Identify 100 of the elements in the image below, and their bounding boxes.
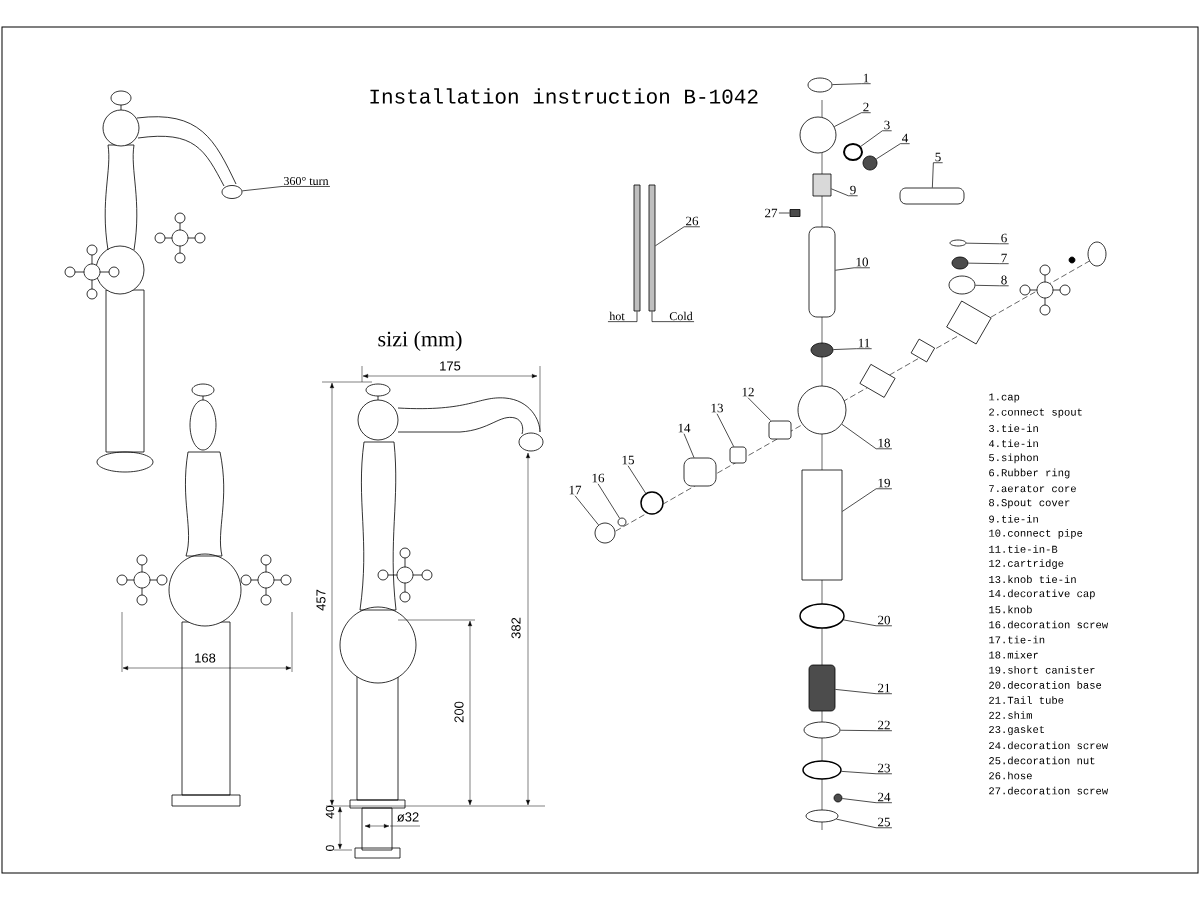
- heading-text: sizi (mm): [378, 331, 462, 351]
- parts-list-item: 26.hose: [989, 771, 1032, 780]
- leader-line: [875, 143, 910, 160]
- part-drawing: [948, 275, 976, 295]
- part-drawing: [729, 446, 747, 464]
- parts-list-item: 19.short canister: [989, 665, 1095, 674]
- leader-line: [836, 818, 893, 829]
- part-drawing: [862, 155, 878, 171]
- leader-line: [832, 83, 871, 85]
- callout-number: 2: [863, 102, 869, 112]
- callout-number: 13: [711, 403, 723, 413]
- callout-number: 11: [858, 338, 870, 348]
- part-drawing: [594, 522, 616, 544]
- part-drawing: [808, 226, 836, 318]
- callout-text: hot: [609, 311, 625, 321]
- callout-text: Cold: [669, 311, 693, 321]
- parts-list-item: 8.Spout cover: [989, 499, 1070, 509]
- part-drawing: [799, 116, 837, 154]
- parts-list-item: 9.tie-in: [989, 514, 1038, 523]
- leader-line: [841, 423, 893, 450]
- dimension-label: 200: [454, 701, 464, 723]
- leader-line: [716, 413, 735, 447]
- leader-line: [842, 488, 893, 512]
- leader-line: [831, 188, 858, 197]
- leader-line: [655, 226, 701, 247]
- callout-number: 17: [569, 485, 582, 495]
- callout-number: 24: [878, 792, 891, 802]
- title: Installation instruction B-1042: [370, 88, 758, 104]
- parts-list-item: 14.decorative cap: [989, 589, 1095, 600]
- callout-number: 18: [878, 438, 890, 448]
- parts-list-item: 15.knob: [989, 605, 1032, 614]
- callout-number: 14: [678, 423, 691, 433]
- callout-number: 1: [863, 73, 869, 83]
- parts-list-item: 17.tie-in: [989, 635, 1045, 644]
- leader-line: [597, 483, 620, 519]
- callout-number: 26: [686, 216, 699, 226]
- part-drawing: [803, 721, 841, 739]
- dimension-label: 457: [316, 589, 326, 611]
- part-drawing: [949, 239, 967, 247]
- callout-number: 5: [935, 152, 941, 162]
- callout-number: 15: [622, 455, 634, 465]
- part-drawing: [833, 793, 843, 803]
- callout-number: 8: [1001, 275, 1007, 285]
- dimension-label: 175: [440, 361, 461, 371]
- hose-drawing: [633, 184, 641, 312]
- leader-line: [966, 242, 1009, 245]
- leader-line: [835, 267, 871, 271]
- leader-line: [834, 112, 871, 127]
- part-drawing: [810, 342, 834, 358]
- callout-number: 3: [884, 120, 890, 130]
- leader-line: [841, 771, 893, 775]
- part-drawing: [812, 173, 832, 197]
- part-drawing: [799, 603, 845, 629]
- leader-line: [932, 162, 943, 188]
- part-drawing: [617, 517, 627, 527]
- parts-list-item: 10.connect pipe: [989, 529, 1083, 539]
- dimension-label: 382: [511, 617, 521, 639]
- parts-list-item: 3.tie-in: [989, 424, 1038, 433]
- part-drawing: [843, 143, 863, 161]
- dimension-label: 168: [195, 653, 216, 663]
- callout-number: 12: [742, 387, 754, 397]
- leader-line: [968, 262, 1009, 264]
- callout-number: 16: [592, 473, 605, 483]
- callout-number: 4: [902, 133, 909, 143]
- parts-list-item: 22.shim: [989, 711, 1032, 719]
- callout-number: 20: [878, 615, 890, 625]
- parts-list-item: 24.decoration screw: [989, 741, 1108, 750]
- leader-line: [860, 130, 892, 147]
- part-drawing: [802, 760, 842, 780]
- parts-list-item: 13.knob tie-in: [989, 575, 1076, 584]
- part-drawing: [683, 457, 717, 487]
- part-drawing: [951, 256, 969, 270]
- callout-number: 19: [878, 478, 890, 488]
- leader-line: [833, 348, 872, 350]
- leader-line: [778, 212, 790, 214]
- parts-list-item: 7.aerator core: [989, 485, 1076, 493]
- callout-number: 10: [856, 257, 868, 267]
- leader-line: [843, 619, 893, 627]
- part-drawing: [808, 664, 836, 712]
- callout-number: 6: [1001, 233, 1007, 243]
- leader-line: [607, 311, 638, 322]
- part-drawing: [789, 209, 801, 217]
- part-drawing: [640, 491, 664, 515]
- callout-number: 7: [1001, 253, 1007, 263]
- parts-list-item: 25.decoration nut: [989, 756, 1095, 765]
- part-drawing: [801, 469, 843, 581]
- parts-list-item: 23.gasket: [989, 725, 1044, 736]
- parts-list-item: 21.Tail tube: [989, 696, 1064, 704]
- leader-line: [835, 689, 893, 695]
- parts-list-item: 5.siphon: [989, 453, 1038, 464]
- leader-line: [574, 495, 599, 526]
- leader-line: [683, 433, 695, 458]
- parts-list-item: 20.decoration base: [989, 681, 1102, 689]
- leader-line: [627, 465, 646, 494]
- part-drawing: [648, 184, 656, 312]
- callout-number: 25: [878, 817, 890, 827]
- dimension-label: ø32: [397, 812, 419, 822]
- parts-list-item: 6.Rubber ring: [989, 468, 1070, 479]
- callout-text: 360° turn: [284, 176, 329, 186]
- parts-list-item: 4.tie-in: [988, 439, 1038, 448]
